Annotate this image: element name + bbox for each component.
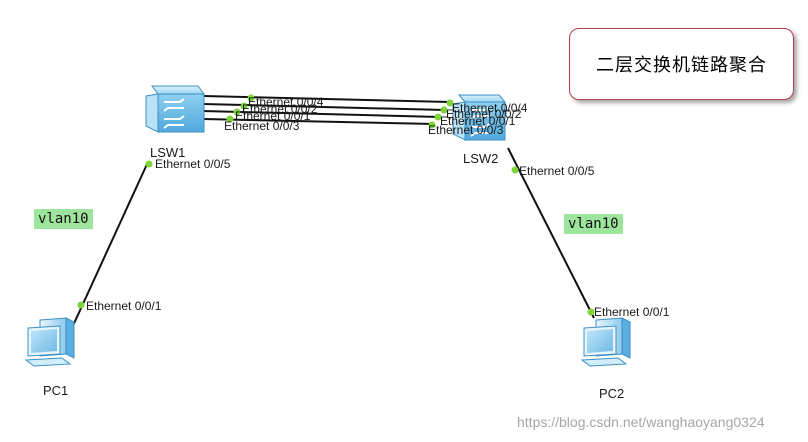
port-dot[interactable]	[145, 160, 153, 168]
port-dot[interactable]	[587, 308, 595, 316]
port-dot[interactable]	[240, 102, 248, 110]
port-dot[interactable]	[428, 121, 436, 129]
link-lsw2-pc2[interactable]	[507, 147, 595, 319]
port-label-lsw2-e003: Ethernet 0/0/3	[428, 123, 504, 137]
port-label-lsw2-e001: Ethernet 0/0/1	[440, 114, 516, 128]
port-label-lsw2-e002: Ethernet 0/0/2	[446, 107, 522, 121]
port-dots	[77, 94, 595, 316]
port-label-lsw1-e005: Ethernet 0/0/5	[155, 157, 231, 171]
switch-icon[interactable]	[145, 85, 205, 133]
vlan-tag-right: vlan10	[564, 214, 623, 234]
port-dot[interactable]	[440, 106, 448, 114]
port-dot[interactable]	[247, 94, 255, 102]
port-label-pc1-e001: Ethernet 0/0/1	[86, 299, 162, 313]
port-dot[interactable]	[446, 99, 454, 107]
port-label-lsw1-e003: Ethernet 0/0/3	[224, 119, 300, 133]
link-e003[interactable]	[202, 118, 436, 125]
switch-icon[interactable]	[452, 94, 507, 141]
port-dot[interactable]	[77, 301, 85, 309]
link-e004[interactable]	[202, 95, 451, 103]
port-dot[interactable]	[511, 166, 519, 174]
pc-icon[interactable]	[580, 317, 631, 367]
device-label-lsw1: LSW1	[150, 145, 185, 160]
port-label-lsw2-e005: Ethernet 0/0/5	[519, 164, 595, 178]
port-dot[interactable]	[434, 113, 442, 121]
watermark: https://blog.csdn.net/wanghaoyang0324	[517, 414, 765, 430]
device-label-pc1: PC1	[43, 383, 68, 398]
port-dot[interactable]	[233, 108, 241, 116]
port-label-lsw2-e004: Ethernet 0/0/4	[452, 101, 528, 115]
vlan-tag-left: vlan10	[34, 209, 93, 229]
pc-icon[interactable]	[24, 317, 75, 367]
device-label-pc2: PC2	[599, 386, 624, 401]
title-callout: 二层交换机链路聚合	[569, 28, 794, 100]
port-label-lsw1-e002: Ethernet 0/0/2	[242, 102, 318, 116]
link-e001[interactable]	[202, 110, 441, 118]
port-label-lsw1-e001: Ethernet 0/0/1	[235, 109, 311, 123]
link-lsw1-pc1[interactable]	[70, 161, 149, 331]
port-label-lsw1-e004: Ethernet 0/0/4	[248, 95, 324, 109]
port-label-pc2-e001: Ethernet 0/0/1	[594, 305, 670, 319]
device-label-lsw2: LSW2	[463, 151, 498, 166]
port-dot[interactable]	[226, 115, 234, 123]
diagram-title: 二层交换机链路聚合	[596, 55, 767, 76]
